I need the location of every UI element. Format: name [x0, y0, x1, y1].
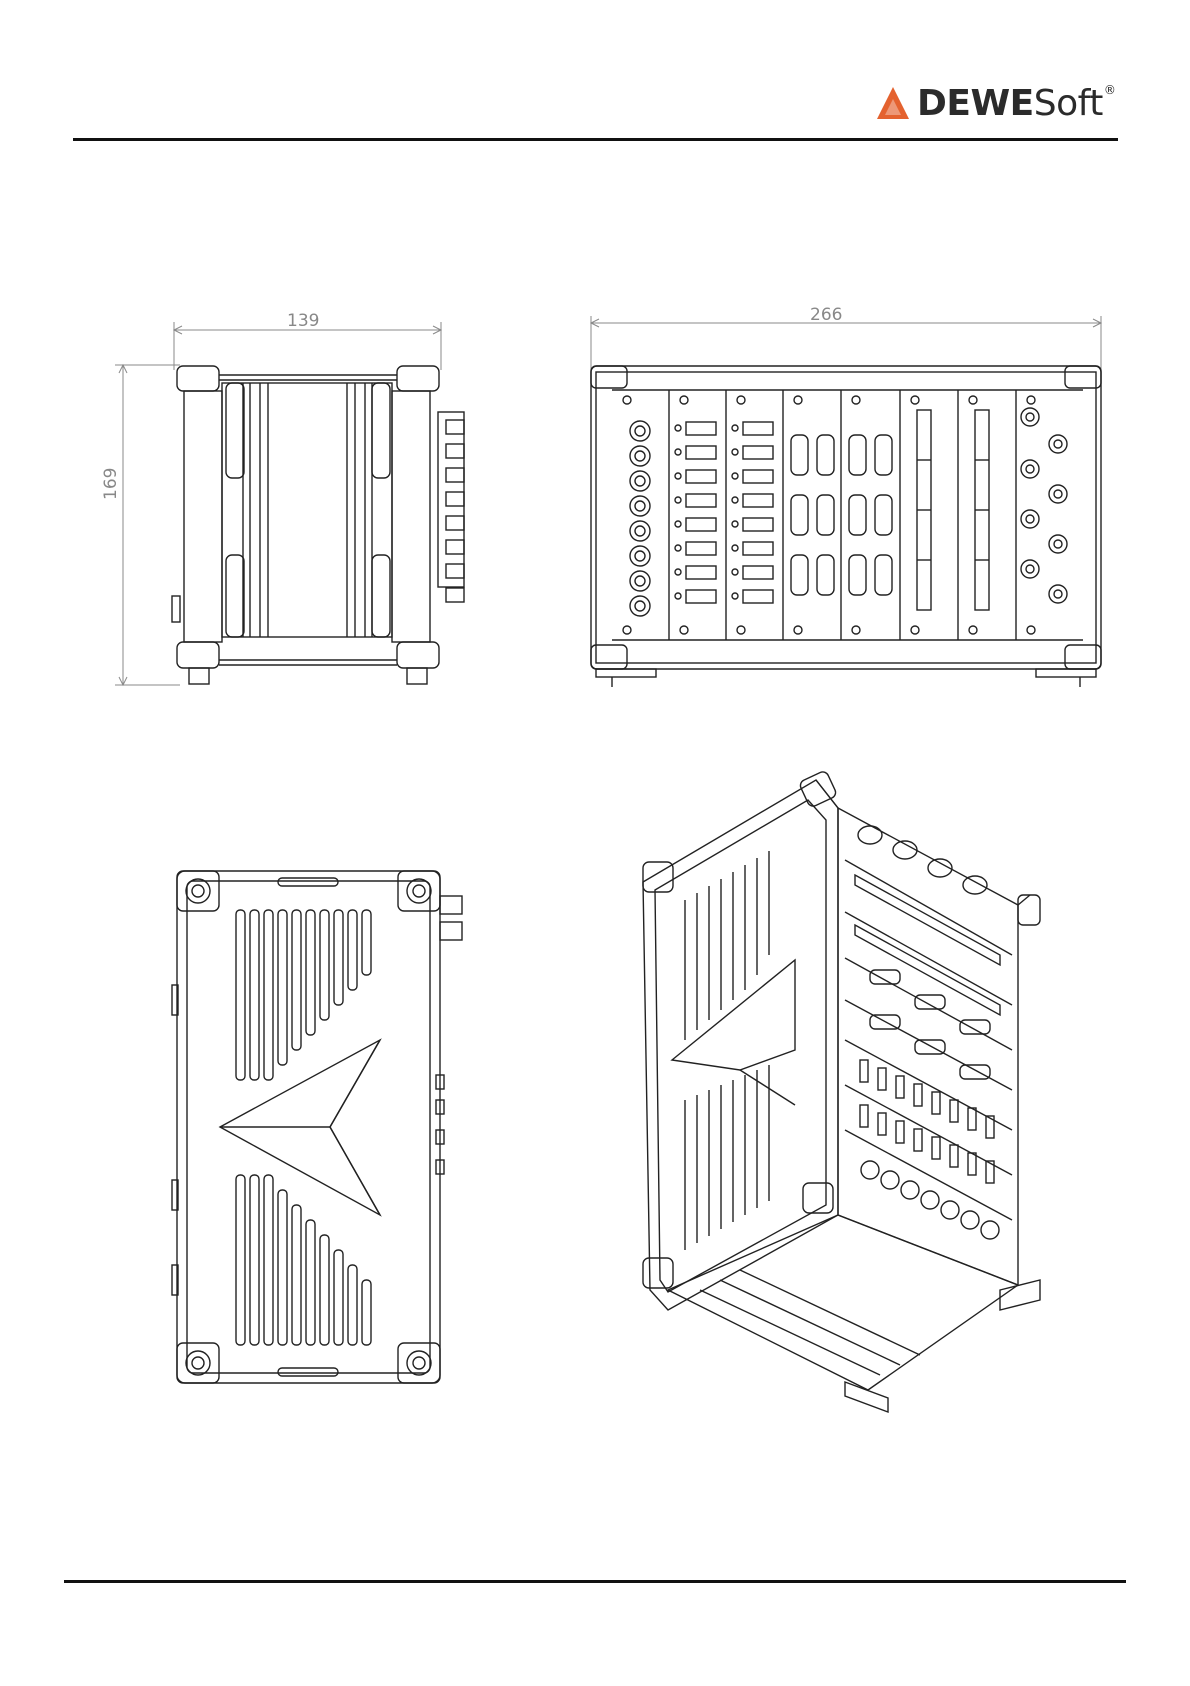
top-view-drawing: [172, 871, 462, 1383]
side-view-drawing: [115, 322, 464, 685]
front-view-drawing: [591, 316, 1101, 687]
isometric-view-drawing: [643, 770, 1040, 1412]
